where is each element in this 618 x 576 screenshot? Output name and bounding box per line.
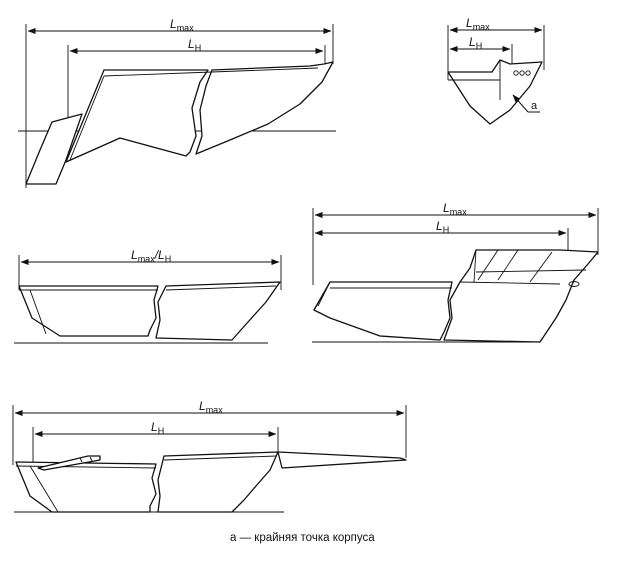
- fitting-ring: [568, 281, 580, 287]
- transom-line: [29, 465, 59, 513]
- figure-caption: a — крайняя точка корпуса: [230, 532, 375, 544]
- bow-structure-line: [529, 251, 553, 283]
- hull-forward-section: [443, 249, 599, 343]
- gunwale-line: [211, 67, 319, 73]
- hull-drawing-2: Lmax LH a: [447, 16, 545, 125]
- point-a-label: a: [531, 100, 538, 112]
- lmax-label-1: Lmax: [170, 17, 194, 33]
- lh-label-2: LH: [469, 35, 482, 51]
- keel-line: [65, 137, 121, 163]
- deck-line: [459, 281, 561, 285]
- outboard-bracket: [25, 113, 83, 185]
- lmax-label-2: Lmax: [466, 16, 490, 32]
- bow-structure-line: [475, 269, 587, 273]
- lmax-lh-label: Lmax/LH: [131, 248, 171, 264]
- deck-line: [15, 465, 157, 469]
- hull-aft-section: [18, 285, 159, 337]
- fitting-detail: [89, 456, 93, 462]
- hull-drawing-1: Lmax LH: [18, 17, 336, 188]
- gunwale-line: [103, 71, 213, 77]
- hull-forward-section: [157, 451, 279, 513]
- transom-line: [69, 75, 105, 161]
- transom-line: [317, 281, 331, 307]
- bow-structure-line: [497, 249, 519, 281]
- caption-marker: a —: [230, 532, 252, 544]
- hull-forward-section: [195, 61, 334, 155]
- fitting-dot: [513, 70, 519, 76]
- bow-structure-line: [477, 249, 499, 281]
- hull-bow-section: [447, 59, 543, 125]
- deck-line: [163, 455, 277, 461]
- hull-aft-section: [65, 69, 209, 163]
- leader-line-a: [512, 94, 529, 113]
- lh-label-4: LH: [436, 219, 449, 235]
- lmax-label-4: Lmax: [443, 201, 467, 217]
- aft-fitting: [37, 455, 101, 471]
- hull-drawing-5: Lmax LH: [12, 399, 407, 513]
- hull-drawing-4: Lmax LH: [312, 201, 599, 343]
- hull-drawing-3: Lmax/LH: [14, 248, 282, 344]
- caption-text: крайняя точка корпуса: [254, 532, 375, 544]
- lh-label-5: LH: [151, 420, 164, 436]
- transom-line: [29, 289, 47, 335]
- fitting-dot: [525, 70, 531, 76]
- lmax-label-5: Lmax: [199, 399, 223, 415]
- lh-label-1: LH: [188, 37, 201, 53]
- bowsprit: [277, 451, 407, 469]
- hull-forward-section: [155, 281, 281, 341]
- fitting-dot: [519, 70, 525, 76]
- deck-line: [165, 285, 277, 291]
- hull-aft-section: [15, 461, 157, 513]
- hull-aft-section: [313, 281, 453, 341]
- fitting-detail: [79, 457, 83, 463]
- bow-structure-line: [473, 249, 477, 283]
